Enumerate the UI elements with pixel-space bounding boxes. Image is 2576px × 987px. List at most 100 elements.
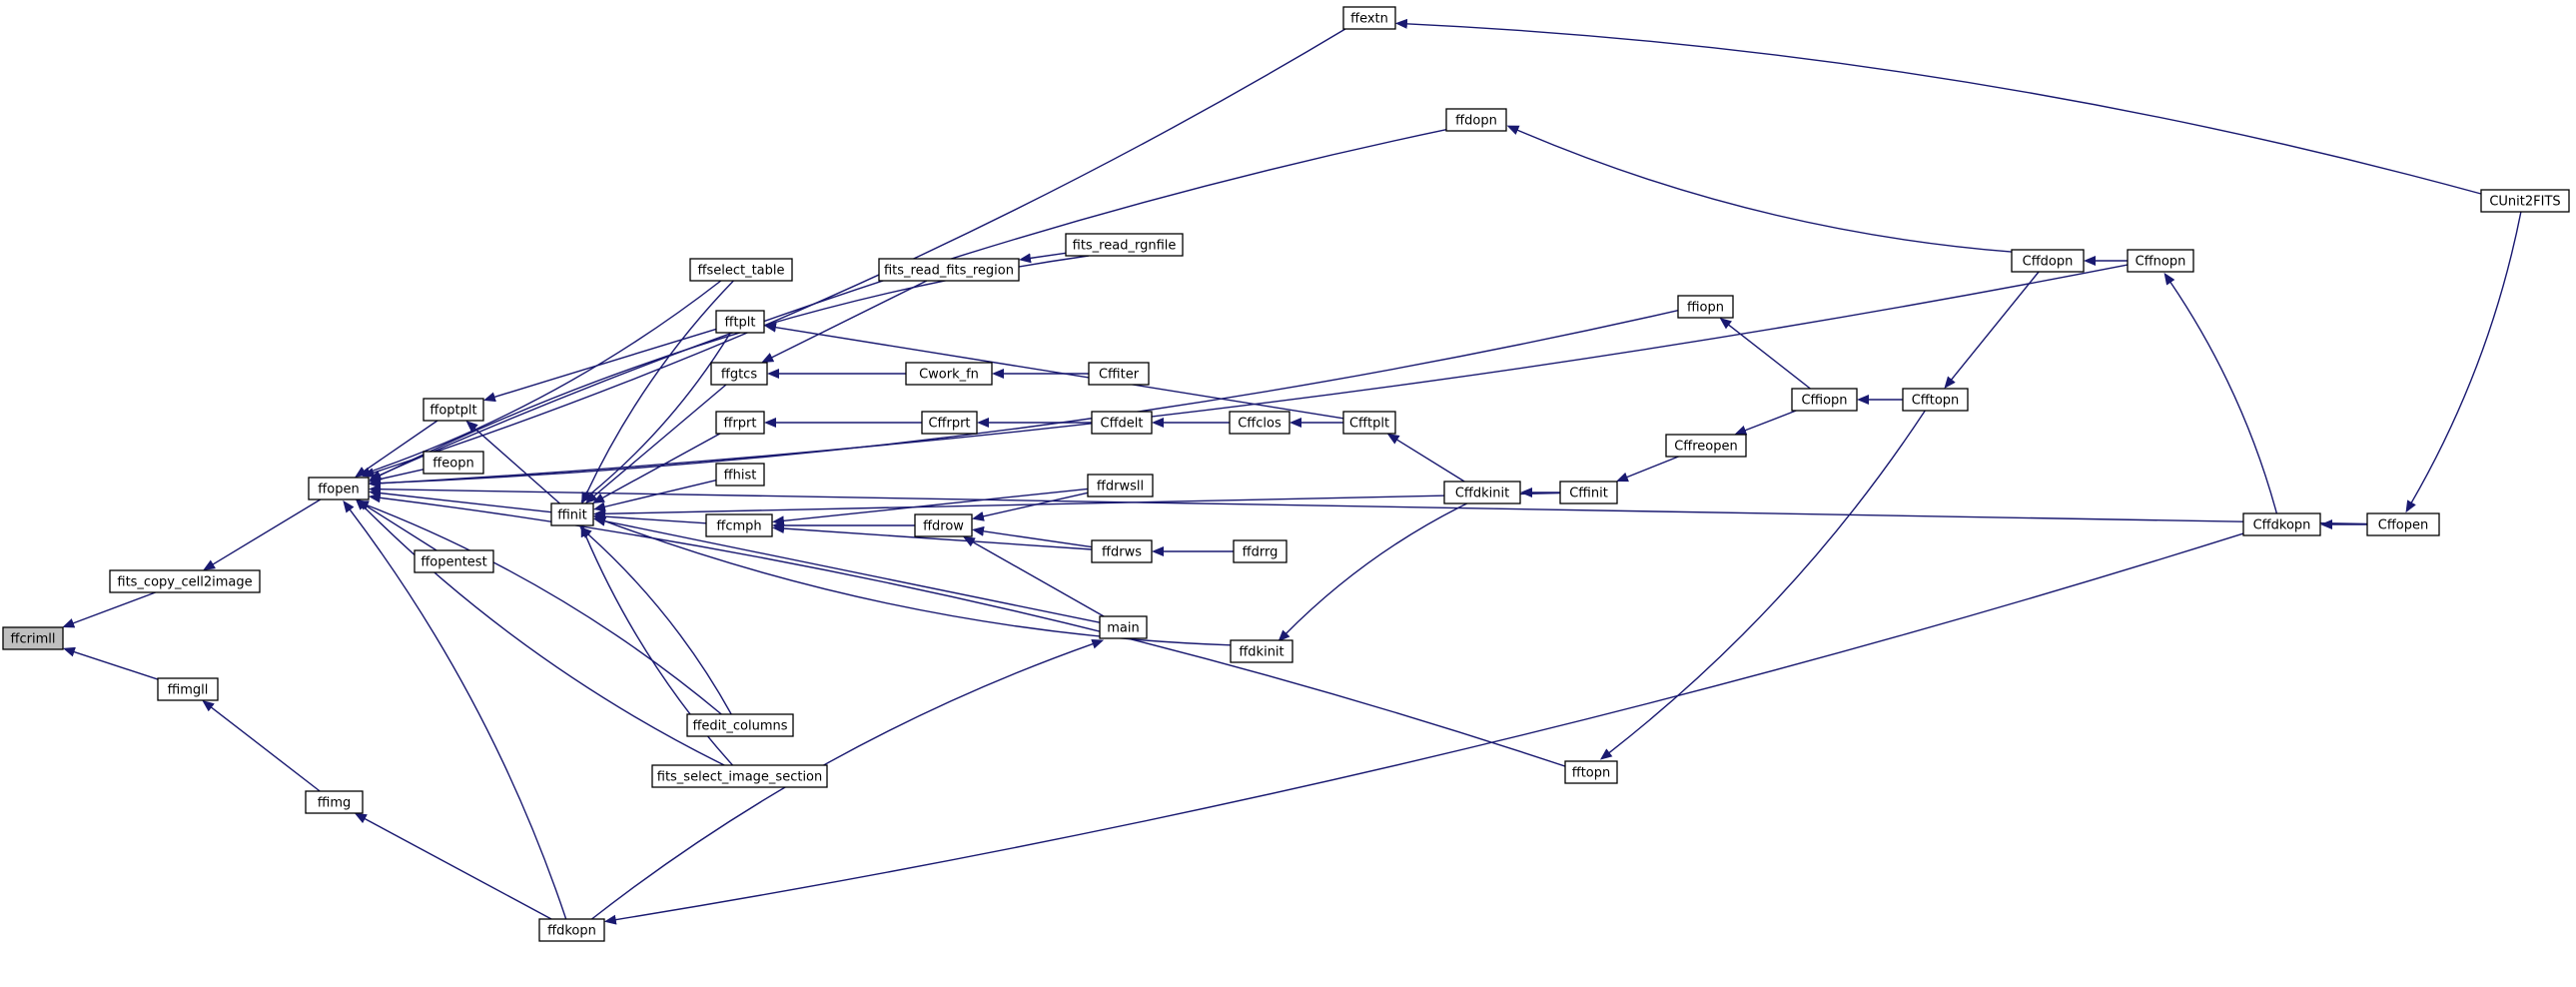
node-Cwork_fn[interactable]: Cwork_fn <box>905 362 993 386</box>
node-box <box>308 477 370 500</box>
node-box <box>2366 512 2440 536</box>
node-ffimgll[interactable]: ffimgll <box>157 677 219 701</box>
node-ffcmph[interactable]: ffcmph <box>705 513 773 537</box>
node-ffdrow[interactable]: ffdrow <box>914 513 973 537</box>
node-label: Cffreopen <box>1674 440 1738 455</box>
node-box <box>1230 639 1293 663</box>
node-Cfftopn[interactable]: Cfftopn <box>1902 388 1969 412</box>
node-label: ffdrrg <box>1243 545 1279 560</box>
edge-Cffiopn-to-ffiopn <box>1719 318 1811 390</box>
node-box <box>2242 512 2321 536</box>
node-box <box>2 626 64 650</box>
node-Cffrprt[interactable]: Cffrprt <box>921 411 978 435</box>
node-Cffdopn[interactable]: Cffdopn <box>2011 249 2085 273</box>
edge-CUnit2FITS-to-Cffopen <box>2405 211 2522 513</box>
node-Cffdkinit[interactable]: Cffdkinit <box>1443 481 1521 504</box>
node-box <box>1233 539 1288 563</box>
node-Cffiopn[interactable]: Cffiopn <box>1791 388 1858 412</box>
node-fits_copy_cell2image[interactable]: fits_copy_cell2image <box>109 569 261 593</box>
node-ffdrws[interactable]: ffdrws <box>1091 539 1153 563</box>
node-label: main <box>1107 621 1139 636</box>
node-label: ffdrow <box>923 519 964 534</box>
node-label: ffopentest <box>421 555 486 570</box>
node-label: ffeopn <box>432 457 473 472</box>
edge-ffhist-to-ffinit <box>592 480 717 512</box>
node-ffrprt[interactable]: ffrprt <box>715 411 765 435</box>
node-ffdrwsll[interactable]: ffdrwsll <box>1087 474 1154 497</box>
edge-Cffiopn-to-Cffreopen <box>1734 410 1797 436</box>
node-main[interactable]: main <box>1099 615 1148 639</box>
edge-Cffinit-to-ffinit <box>593 492 1561 519</box>
node-ffhist[interactable]: ffhist <box>715 463 765 487</box>
node-box <box>2011 249 2085 273</box>
node-label: ffrprt <box>724 417 757 432</box>
node-ffdkinit[interactable]: ffdkinit <box>1230 639 1293 663</box>
node-ffoptplt[interactable]: ffoptplt <box>423 398 484 422</box>
node-Cfftplt[interactable]: Cfftplt <box>1342 411 1396 435</box>
node-box <box>710 362 768 386</box>
node-ffcrimll[interactable]: ffcrimll <box>2 626 64 650</box>
node-label: ffopen <box>318 483 359 497</box>
node-fits_read_fits_region[interactable]: fits_read_fits_region <box>878 258 1020 282</box>
node-box <box>1791 388 1858 412</box>
node-ffimg[interactable]: ffimg <box>305 790 364 814</box>
node-box <box>1091 411 1153 435</box>
edge-Cffreopen-to-Cffinit <box>1615 456 1679 483</box>
edge-ffoptplt-to-ffopen <box>355 420 438 479</box>
node-ffinit[interactable]: ffinit <box>550 502 594 526</box>
node-fits_read_rgnfile[interactable]: fits_read_rgnfile <box>1065 233 1184 257</box>
edge-fits_select_image_section-to-ffinit <box>580 524 734 766</box>
node-fftopn[interactable]: fftopn <box>1564 760 1618 784</box>
edge-ffedit_columns-to-ffinit <box>579 526 732 715</box>
edge-Cffdkopn-to-ffdkopn <box>603 532 2244 925</box>
node-Cffdelt[interactable]: Cffdelt <box>1091 411 1153 435</box>
node-box <box>305 790 364 814</box>
node-Cffopen[interactable]: Cffopen <box>2366 512 2440 536</box>
node-box <box>1065 233 1184 257</box>
edge-Cffdopn-to-ffdopn <box>1506 125 2013 253</box>
node-label: ffdkinit <box>1239 645 1284 660</box>
node-box <box>423 451 484 475</box>
node-Cffiter[interactable]: Cffiter <box>1088 362 1150 386</box>
edge-ffcmph-to-ffinit <box>593 511 707 524</box>
node-fftplt[interactable]: fftplt <box>715 310 765 334</box>
node-label: ffimgll <box>168 683 209 698</box>
node-box <box>1443 481 1521 504</box>
node-Cffreopen[interactable]: Cffreopen <box>1665 434 1747 458</box>
edge-ffdrwsll-to-ffcmph <box>771 488 1089 526</box>
node-Cffinit[interactable]: Cffinit <box>1559 481 1618 504</box>
node-box <box>878 258 1020 282</box>
node-box <box>1902 388 1969 412</box>
node-ffgtcs[interactable]: ffgtcs <box>710 362 768 386</box>
node-label: Cffdkinit <box>1455 487 1509 501</box>
node-ffeopn[interactable]: ffeopn <box>423 451 484 475</box>
node-fits_select_image_section[interactable]: fits_select_image_section <box>651 764 828 788</box>
node-Cffclos[interactable]: Cffclos <box>1229 411 1290 435</box>
node-Cffnopn[interactable]: Cffnopn <box>2127 249 2194 273</box>
node-ffextn[interactable]: ffextn <box>1342 6 1396 30</box>
node-label: Cffnopn <box>2136 255 2186 270</box>
edge-CUnit2FITS-to-ffextn <box>1394 18 2482 195</box>
node-ffdrrg[interactable]: ffdrrg <box>1233 539 1288 563</box>
node-ffedit_columns[interactable]: ffedit_columns <box>686 713 794 737</box>
node-box <box>1445 108 1507 132</box>
edge-fftplt-to-ffoptplt <box>482 328 717 403</box>
node-box <box>921 411 978 435</box>
node-ffiopn[interactable]: ffiopn <box>1677 295 1734 319</box>
node-label: ffcmph <box>716 519 761 534</box>
edge-fftopn-to-ffopen <box>368 493 1566 767</box>
node-ffdkopn[interactable]: ffdkopn <box>538 918 605 942</box>
node-label: Cffdopn <box>2023 255 2074 270</box>
node-Cffdkopn[interactable]: Cffdkopn <box>2242 512 2321 536</box>
node-CUnit2FITS[interactable]: CUnit2FITS <box>2480 189 2570 213</box>
node-box <box>109 569 261 593</box>
node-label: ffcrimll <box>11 632 56 647</box>
node-ffdopn[interactable]: ffdopn <box>1445 108 1507 132</box>
node-ffselect_table[interactable]: ffselect_table <box>689 258 793 282</box>
node-box <box>715 463 765 487</box>
node-box <box>689 258 793 282</box>
node-label: fits_select_image_section <box>657 770 823 785</box>
node-label: ffinit <box>557 508 587 523</box>
node-ffopentest[interactable]: ffopentest <box>414 549 494 573</box>
node-ffopen[interactable]: ffopen <box>308 477 370 500</box>
